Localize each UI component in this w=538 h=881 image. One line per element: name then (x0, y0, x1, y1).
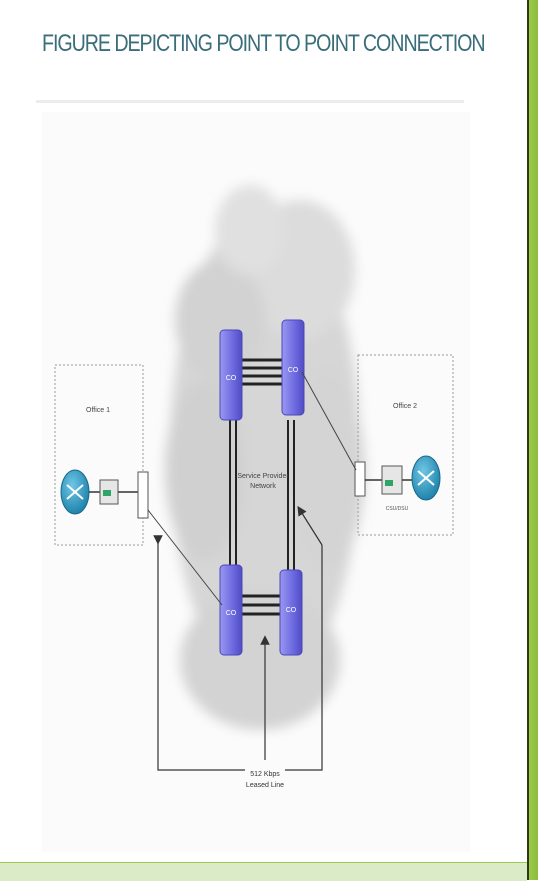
leased-line-indicator (153, 505, 323, 771)
office-1-box (54, 364, 144, 546)
office-1-label: Office 1 (86, 407, 110, 414)
svg-text:CO: CO (226, 375, 237, 382)
svg-text:CO: CO (226, 610, 237, 617)
office-1-router-icon (60, 469, 90, 515)
leased-line-label: Leased Line (246, 782, 284, 789)
office-2-link (301, 371, 357, 471)
side-accent-bar (527, 0, 538, 880)
office-1-csu-dsu-icon (99, 479, 119, 505)
co-switch-bottom-left: CO (219, 564, 243, 656)
co-switch-top-left: CO (219, 329, 243, 421)
office-1-demarc (137, 471, 149, 519)
office-2-demarc (354, 461, 366, 497)
left-vertical-trunk (229, 420, 237, 575)
cloud-label-line2: Network (250, 483, 276, 490)
right-vertical-trunk (287, 420, 295, 575)
svg-text:CO: CO (286, 607, 297, 614)
cloud-label-line1: Service Provider (237, 473, 289, 480)
office-2-router-icon (411, 455, 441, 501)
footer-bar (0, 862, 527, 881)
co-switch-bottom-right: CO (279, 569, 303, 656)
title-divider (36, 100, 464, 103)
svg-text:CO: CO (288, 367, 299, 374)
office-2-csu-dsu-icon (381, 465, 403, 495)
office-2-box (357, 354, 454, 536)
office-1-link (147, 509, 223, 606)
csu-dsu-label: CSU/DSU (386, 506, 409, 512)
line-speed-label: 512 Kbps (250, 771, 280, 778)
point-to-point-diagram: CO CO CO CO Service Provider Network Off… (54, 185, 454, 789)
slide-title: FIGURE DEPICTING POINT TO POINT CONNECTI… (42, 30, 486, 57)
co-switch-top-right: CO (281, 319, 305, 416)
office-2-label: Office 2 (393, 403, 417, 410)
bottom-trunk (240, 594, 285, 616)
